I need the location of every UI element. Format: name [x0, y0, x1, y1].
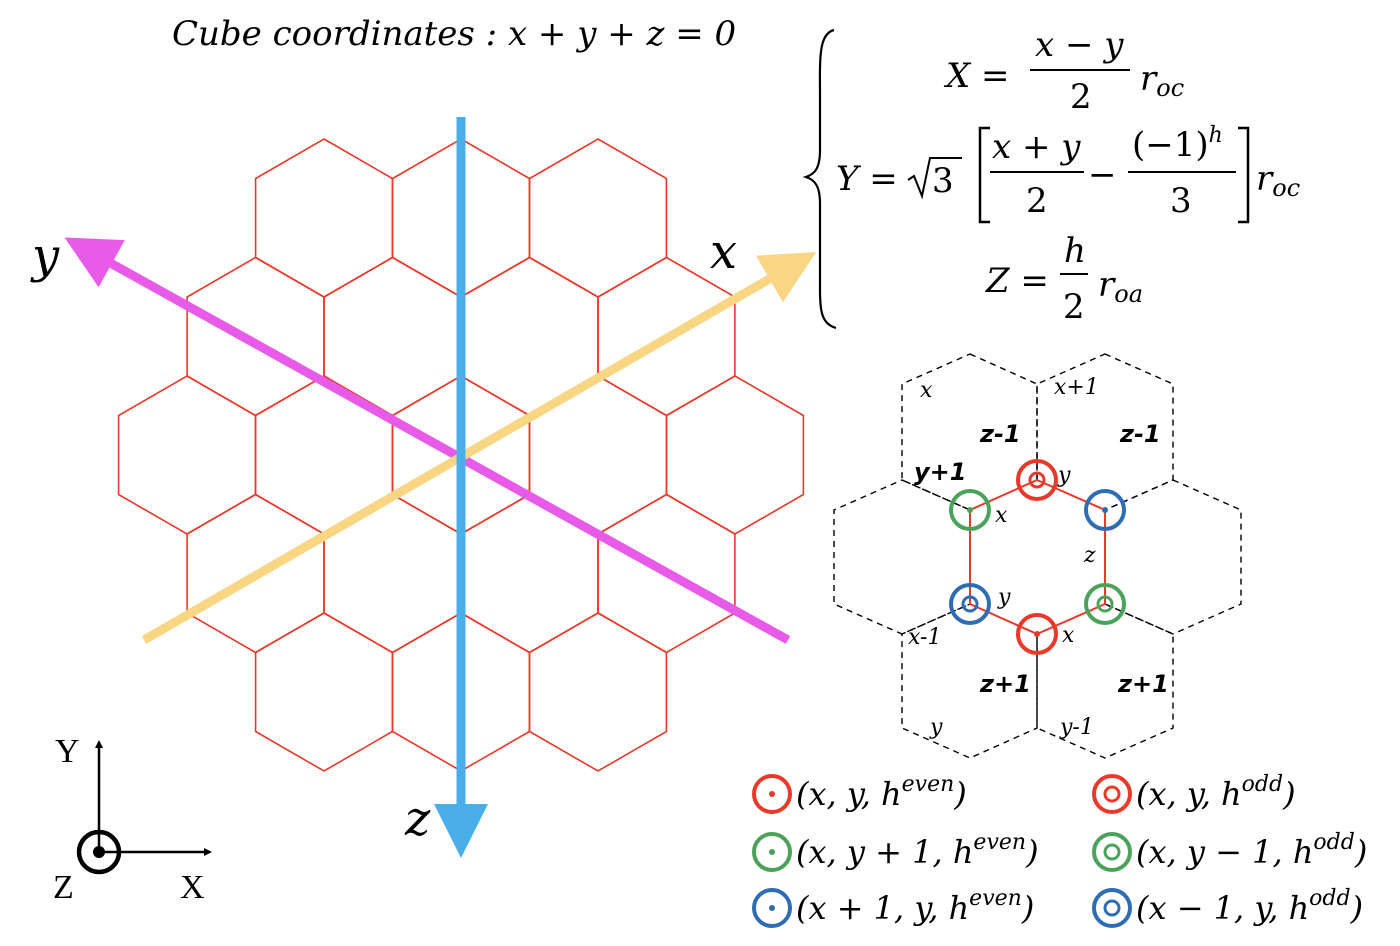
label-z-minus-left: z-1 [979, 420, 1021, 448]
legend-label: (x, y, hodd) [1136, 772, 1296, 813]
frame-y-label: Y [55, 733, 80, 770]
legend-marker [752, 888, 792, 928]
legend-label: (x, y − 1, hodd) [1136, 830, 1367, 871]
marker-red-ring-inner [1028, 471, 1046, 489]
eq-z-lhs: Z = [985, 261, 1049, 301]
label-center-z: z [1083, 543, 1096, 568]
marker-red-dot-outer [1016, 613, 1058, 655]
hex-cell [254, 612, 394, 772]
eq-z-num: h [1064, 231, 1086, 271]
eq-y-r: roc [1256, 159, 1300, 202]
marker-red-ring-outer [1016, 459, 1058, 501]
y-axis-arrow [64, 237, 791, 644]
frame-z-label: Z [53, 869, 74, 906]
eq-y-num2: (−1)h [1132, 123, 1223, 165]
eq-y-minus: − [1088, 155, 1117, 195]
label-top-left-x: x [920, 378, 933, 403]
x-axis-label: x [710, 224, 737, 280]
legend-marker-center [769, 905, 775, 911]
legend-marker-center [1103, 899, 1121, 917]
legend-marker [752, 832, 792, 872]
eq-y-num1: x + y [992, 127, 1081, 167]
eq-x-r: roc [1140, 59, 1184, 102]
marker-green-dot-outer [949, 489, 991, 531]
hex-cell [186, 256, 325, 417]
legend: (x, y, heven) (x, y, hodd) (x, y + 1, heve… [752, 772, 1367, 928]
hex-cell [323, 493, 462, 654]
neighbor-hex-middle-left [833, 479, 971, 635]
legend-marker-center [1103, 785, 1121, 803]
legend-marker [1092, 774, 1132, 814]
label-y-plus: y+1 [914, 458, 966, 486]
neighbor-hex-middle-right [1104, 479, 1242, 635]
hex-cell [528, 138, 668, 298]
eq-z-r: roa [1098, 265, 1143, 308]
eq-y-sqrt-arg: 3 [932, 161, 954, 201]
eq-x-den: 2 [1070, 77, 1092, 117]
legend-label: (x, y, heven) [796, 772, 967, 813]
diagram-title: Cube coordinates : x + y + z = 0 [172, 14, 736, 54]
legend-marker [1092, 888, 1132, 928]
label-z-plus-right: z+1 [1117, 670, 1169, 698]
label-x-minus: x-1 [908, 625, 941, 650]
z-axis-label: z [404, 791, 431, 847]
eq-x-lhs: X = [943, 56, 1010, 96]
eq-z-den: 2 [1063, 287, 1085, 327]
eq-y-sqrt [907, 157, 962, 200]
legend-label: (x − 1, y, hodd) [1136, 886, 1363, 927]
legend-marker-center [1103, 843, 1121, 861]
marker-green-ring-outer [1084, 583, 1126, 625]
label-center-x-left: x [995, 503, 1008, 528]
frame-x-label: X [180, 869, 205, 906]
legend-label: (x + 1, y, heven) [796, 886, 1034, 927]
label-center-y-bottom: y [997, 585, 1011, 610]
neighbor-hex-bottom-left [901, 603, 1038, 759]
eq-x-num: x − y [1035, 25, 1124, 65]
hex-cell [254, 138, 394, 298]
label-z-minus-right: z-1 [1119, 420, 1161, 448]
legend-marker-center [769, 849, 775, 855]
hex-cell [528, 612, 668, 772]
legend-marker [752, 774, 792, 814]
label-center-y-top: y [1057, 463, 1071, 488]
marker-green-ring-inner [1096, 595, 1114, 613]
neighbor-diagram: x x+1 z-1 z-1 y+1 y x z y x x-1 z+1 z+1 … [833, 353, 1242, 759]
marker-green-dot-inner [967, 507, 973, 513]
brace [802, 28, 837, 330]
legend-label: (x, y + 1, heven) [796, 830, 1039, 871]
label-bottom-right-y-minus: y-1 [1059, 715, 1094, 740]
marker-blue-ring-inner [961, 595, 979, 613]
y-axis-label: y [30, 228, 60, 284]
hex-cell [117, 375, 257, 535]
equations: X = x − y 2 roc Y = 3 x + y 2 − (−1)h 3 … [802, 25, 1300, 330]
eq-y-bracket-right [1238, 126, 1250, 224]
marker-blue-dot-inner [1102, 507, 1108, 513]
legend-marker [1092, 832, 1132, 872]
eq-y-den2: 3 [1170, 181, 1192, 221]
eq-y-den1: 2 [1026, 181, 1048, 221]
eq-y-bracket-left [978, 126, 990, 224]
label-bottom-left-y: y [929, 715, 943, 740]
marker-blue-ring-outer [949, 583, 991, 625]
frame-z-dot [93, 846, 105, 858]
reference-frame: Y X Z [53, 733, 212, 906]
eq-y-lhs: Y = [836, 159, 898, 199]
frame-z-circle [76, 829, 122, 875]
label-center-x-bottom: x [1062, 623, 1075, 648]
label-top-right-x-plus: x+1 [1054, 375, 1099, 400]
marker-red-dot-inner [1034, 631, 1040, 637]
hex-cell [665, 375, 805, 535]
label-z-plus-left: z+1 [979, 670, 1031, 698]
legend-marker-center [769, 791, 775, 797]
marker-blue-dot-outer [1084, 489, 1126, 531]
